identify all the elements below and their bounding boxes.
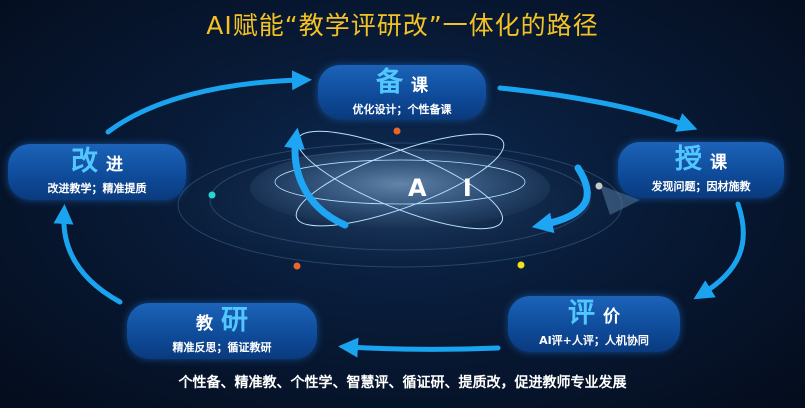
node-research-minor: 教 (196, 314, 213, 334)
orbit-dot (595, 182, 603, 190)
node-teach-main: 授 (675, 144, 702, 175)
arrow-evaluate-to-research (338, 337, 501, 358)
node-prepare-main: 备 (376, 67, 403, 98)
node-teach-minor: 课 (710, 153, 727, 173)
node-teaching-research: 教研 精准反思；循证教研 (127, 303, 317, 359)
arrow-prepare-to-teach (497, 85, 698, 132)
inner-disc (250, 148, 550, 228)
footer-summary: 个性备、精准教、个性学、智慧评、循证研、提质改，促进教师专业发展 (178, 375, 627, 391)
arrow-teach-to-evaluate (693, 201, 746, 300)
node-evaluate-sub: AI评+人评；人机协同 (539, 334, 649, 347)
ai-center-label: A I (408, 174, 486, 202)
node-teach-lesson: 授课 发现问题；因材施教 (618, 142, 784, 198)
node-prepare-sub: 优化设计；个性备课 (352, 103, 452, 116)
node-improve-minor: 进 (106, 155, 123, 175)
node-improve-main: 改 (71, 146, 98, 177)
swirl-glow (600, 185, 640, 215)
arrow-improve-to-prepare (105, 70, 312, 135)
swirl-arrow-left (284, 127, 349, 229)
node-evaluate: 评价 AI评+人评；人机协同 (508, 296, 680, 352)
node-evaluate-minor: 价 (603, 307, 620, 327)
node-improve: 改进 改进教学；精准提质 (8, 144, 186, 200)
node-improve-sub: 改进教学；精准提质 (47, 182, 147, 195)
swirl-arrow-right (531, 164, 591, 234)
orbit-dot (293, 262, 301, 270)
page-title: AI赋能“教学评研改”一体化的路径 (206, 11, 599, 40)
node-evaluate-main: 评 (568, 298, 595, 329)
node-prepare-minor: 课 (411, 76, 428, 96)
orbit-dot (517, 261, 525, 269)
orbit-line (295, 133, 505, 227)
node-research-sub: 精准反思；循证教研 (172, 341, 272, 354)
arrow-research-to-improve (53, 204, 123, 305)
orbit-dot (393, 127, 401, 135)
node-research-main: 研 (221, 305, 248, 336)
node-prepare-lesson: 备课 优化设计；个性备课 (318, 65, 486, 119)
node-teach-sub: 发现问题；因材施教 (651, 180, 751, 193)
orbit-line (274, 159, 526, 205)
orbit-dot (208, 191, 216, 199)
